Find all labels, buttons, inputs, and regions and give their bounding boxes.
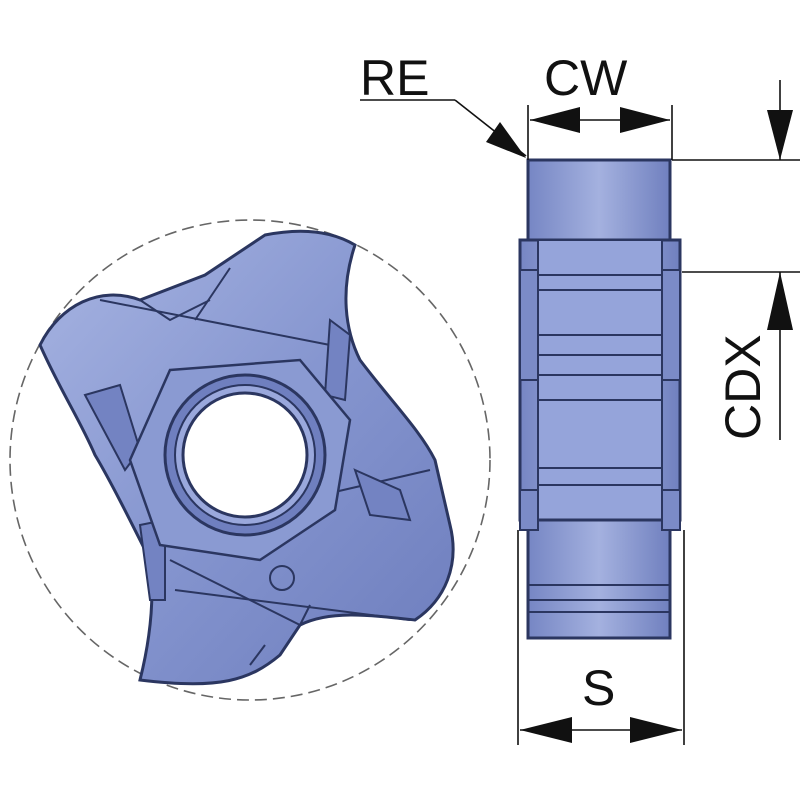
side-top-block [526, 158, 672, 242]
side-bottom-block [526, 518, 672, 640]
label-cdx: CDX [715, 334, 771, 440]
marker-dot [269, 565, 295, 591]
side-grooves [528, 274, 670, 613]
label-s: S [582, 660, 615, 716]
dimension-lines [360, 80, 800, 745]
front-view-insert [9, 219, 491, 701]
label-re: RE [360, 50, 429, 106]
arrowheads [486, 107, 793, 743]
side-view-insert [518, 158, 682, 640]
bore-hole [181, 391, 309, 519]
side-core [537, 239, 663, 521]
label-cw: CW [544, 50, 628, 106]
envelope-circle [9, 219, 491, 701]
side-notches [519, 269, 681, 531]
chip-breakers [83, 318, 412, 601]
